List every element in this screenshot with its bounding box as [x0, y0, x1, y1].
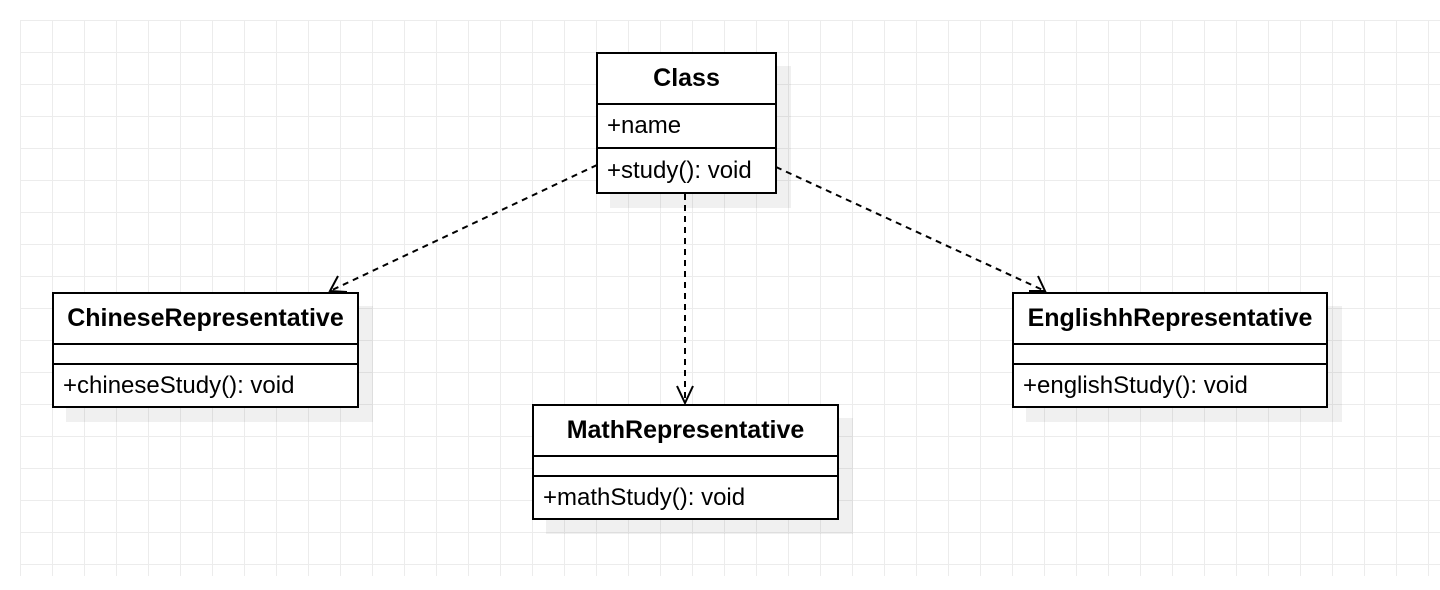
uml-class-math-representative[interactable]: MathRepresentative +mathStudy(): void — [532, 404, 839, 520]
class-name: EnglishhRepresentative — [1014, 294, 1326, 345]
uml-class-chinese-representative[interactable]: ChineseRepresentative +chineseStudy(): v… — [52, 292, 359, 408]
uml-class-class[interactable]: Class +name +study(): void — [596, 52, 777, 194]
class-method: +mathStudy(): void — [543, 483, 746, 511]
class-method: +study(): void — [607, 156, 752, 184]
class-name: Class — [598, 54, 775, 105]
class-attributes-empty — [1014, 345, 1326, 365]
class-attribute: +name — [598, 105, 775, 149]
class-name: MathRepresentative — [534, 406, 837, 457]
uml-class-english-representative[interactable]: EnglishhRepresentative +englishStudy(): … — [1012, 292, 1328, 408]
class-method: +chineseStudy(): void — [63, 371, 295, 399]
class-attributes-empty — [54, 345, 357, 365]
class-name: ChineseRepresentative — [54, 294, 357, 345]
class-attributes-empty — [534, 457, 837, 477]
class-method: +englishStudy(): void — [1023, 371, 1248, 399]
